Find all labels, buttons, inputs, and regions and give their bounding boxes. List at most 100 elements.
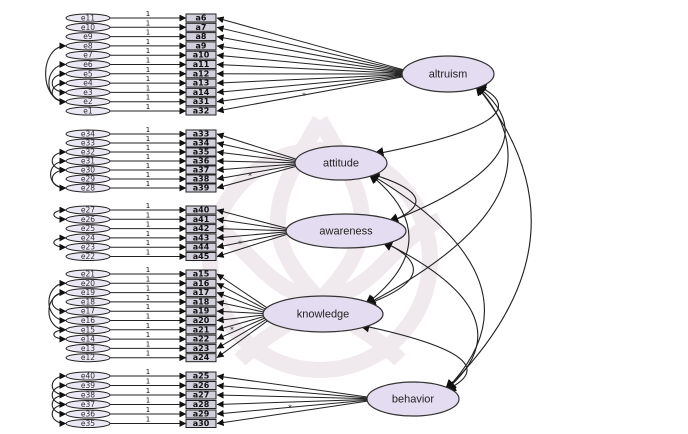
- indicator-box: [185, 325, 217, 335]
- error-term: [65, 325, 111, 335]
- fixed-loading-label: 1: [146, 144, 150, 152]
- fixed-loading-label: 1: [146, 303, 150, 311]
- indicator-box: [185, 138, 217, 148]
- indicator-label: a23: [193, 344, 210, 353]
- error-term-label: e26: [81, 215, 95, 224]
- error-term: [65, 78, 111, 88]
- error-term: [65, 138, 111, 148]
- indicator-box: [185, 371, 217, 381]
- error-term: [65, 97, 111, 107]
- error-term-label: e1: [83, 107, 93, 116]
- error-term: [65, 69, 111, 79]
- loading-path-arrow: [216, 76, 403, 114]
- indicator-box: [185, 13, 217, 23]
- indicator-label: a30: [193, 419, 210, 428]
- error-term: [65, 334, 111, 344]
- error-term-label: e38: [81, 391, 95, 400]
- fixed-loading-label: 1: [146, 29, 150, 37]
- error-term-label: e25: [81, 224, 95, 233]
- loading-path-arrow: [216, 208, 287, 229]
- loading-marker-label: *: [302, 92, 306, 101]
- loading-path-arrow: [216, 34, 403, 72]
- latent-awareness: [285, 213, 407, 249]
- loading-path-arrow: [216, 399, 368, 417]
- error-term-label: e39: [81, 381, 95, 390]
- indicator-box: [185, 78, 217, 88]
- fixed-loading-label: 1: [146, 94, 150, 102]
- error-covariance-arrow: [51, 166, 67, 192]
- fixed-loading-label: 1: [146, 266, 150, 274]
- loading-path-arrow: [216, 74, 403, 87]
- indicator-box: [185, 174, 217, 184]
- fixed-loading-label: 1: [146, 75, 150, 83]
- error-term: [65, 343, 111, 353]
- error-term-label: e13: [81, 344, 95, 353]
- loading-path-arrow: [216, 233, 288, 258]
- latent-covariance-arrow: [372, 84, 499, 158]
- indicator-label: a9: [196, 41, 207, 50]
- loading-path-arrow: [216, 319, 267, 349]
- indicator-label: a31: [193, 97, 210, 106]
- error-term-label: e11: [81, 14, 95, 23]
- fixed-loading-label: 1: [146, 406, 150, 414]
- loading-marker-label: *: [230, 326, 234, 335]
- indicator-box: [185, 22, 217, 32]
- loading-path-arrow: [216, 225, 287, 233]
- latent-covariance-arrow: [358, 321, 468, 392]
- fixed-loading-label: 1: [146, 322, 150, 330]
- loading-path-arrow: [216, 273, 268, 309]
- error-term-label: e6: [83, 60, 93, 69]
- latent-covariance-arrow: [381, 240, 479, 391]
- indicator-box: [185, 233, 217, 243]
- indicator-box: [185, 306, 217, 316]
- error-term: [65, 252, 111, 261]
- indicator-label: a45: [193, 252, 210, 261]
- indicator-box: [185, 278, 217, 288]
- indicator-label: a43: [193, 233, 210, 242]
- fixed-loading-label: 1: [146, 153, 150, 161]
- error-term-label: e7: [83, 51, 93, 60]
- loading-path-arrow: [216, 164, 296, 182]
- error-term: [65, 156, 111, 166]
- indicator-box: [185, 419, 217, 428]
- error-term-label: e12: [81, 353, 95, 362]
- error-term: [65, 41, 111, 51]
- error-term: [65, 50, 111, 60]
- loading-path-arrow: [216, 299, 264, 313]
- fixed-loading-label: 1: [146, 103, 150, 111]
- fixed-loading-label: 1: [146, 368, 150, 376]
- indicator-box: [185, 297, 217, 307]
- error-term-label: e31: [81, 157, 95, 166]
- fixed-loading-label: 1: [146, 387, 150, 395]
- fixed-loading-label: 1: [146, 350, 150, 358]
- indicator-label: a16: [193, 279, 210, 288]
- error-covariance-arrow: [53, 326, 67, 343]
- indicator-box: [185, 316, 217, 325]
- error-term: [65, 233, 111, 243]
- indicator-label: a33: [193, 130, 210, 139]
- indicator-label: a18: [193, 297, 210, 306]
- indicator-label: a36: [193, 157, 210, 166]
- indicator-label: a39: [193, 184, 210, 193]
- error-term: [65, 129, 111, 139]
- indicator-box: [185, 41, 217, 51]
- loading-path-arrow: [216, 74, 403, 96]
- indicator-box: [185, 269, 217, 279]
- indicator-box: [185, 409, 217, 419]
- indicator-label: a26: [193, 381, 210, 390]
- error-term: [65, 400, 111, 409]
- error-term-label: e3: [83, 88, 93, 97]
- fixed-loading-label: 1: [146, 57, 150, 65]
- error-term-label: e37: [81, 400, 95, 409]
- indicator-label: a34: [193, 139, 210, 148]
- latent-knowledge: [262, 295, 384, 333]
- indicator-box: [185, 69, 217, 79]
- fixed-loading-label: 1: [146, 47, 150, 55]
- loading-path-arrow: [216, 382, 368, 399]
- latent-covariance-arrow: [368, 172, 485, 391]
- indicator-box: [185, 252, 217, 261]
- latent-covariance-arrow: [444, 84, 532, 391]
- error-term: [65, 106, 111, 116]
